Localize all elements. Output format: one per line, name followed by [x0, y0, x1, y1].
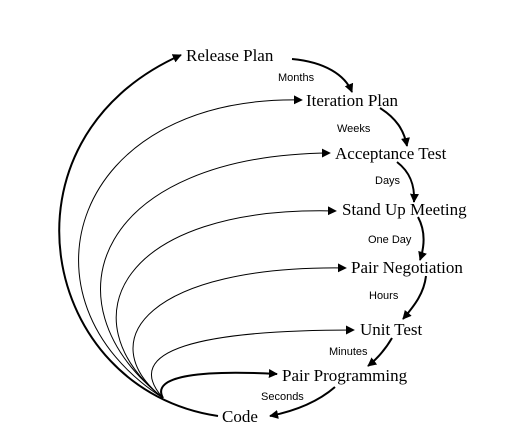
stage-pair-negotiation: Pair Negotiation [351, 258, 463, 277]
step-arrow-weeks [379, 107, 410, 147]
timescale-seconds: Seconds [261, 391, 304, 403]
step-arrow-hours [402, 275, 427, 320]
timescale-hours: Hours [369, 290, 399, 302]
step-arrow-minutes [367, 337, 393, 367]
feedback-arc-acceptance-test [100, 148, 331, 399]
timescale-minutes: Minutes [329, 346, 368, 358]
step-arrow-seconds [269, 386, 336, 419]
step-arrow-days [396, 161, 419, 203]
feedback-arc-stand-up-meeting [115, 206, 337, 399]
stage-iteration-plan: Iteration Plan [306, 91, 399, 110]
feedback-arc-pair-programming [160, 369, 278, 399]
timescale-months: Months [278, 72, 315, 84]
timescale-one-day: One Day [368, 234, 412, 246]
feedback-arc-release-plan [58, 54, 219, 417]
stage-code: Code [222, 407, 258, 426]
timescale-weeks: Weeks [337, 123, 371, 135]
stage-acceptance-test: Acceptance Test [335, 144, 447, 163]
stage-release-plan: Release Plan [186, 46, 274, 65]
feedback-arc-unit-test [151, 325, 355, 399]
feedback-arc-iteration-plan [78, 95, 303, 399]
stage-stand-up-meeting: Stand Up Meeting [342, 200, 467, 219]
step-arrow-months [291, 58, 354, 93]
stage-unit-test: Unit Test [360, 320, 423, 339]
timescale-days: Days [375, 175, 401, 187]
step-arrow-one-day [417, 216, 427, 261]
feedback-arc-pair-negotiation [132, 263, 347, 399]
stage-pair-programming: Pair Programming [282, 366, 408, 385]
